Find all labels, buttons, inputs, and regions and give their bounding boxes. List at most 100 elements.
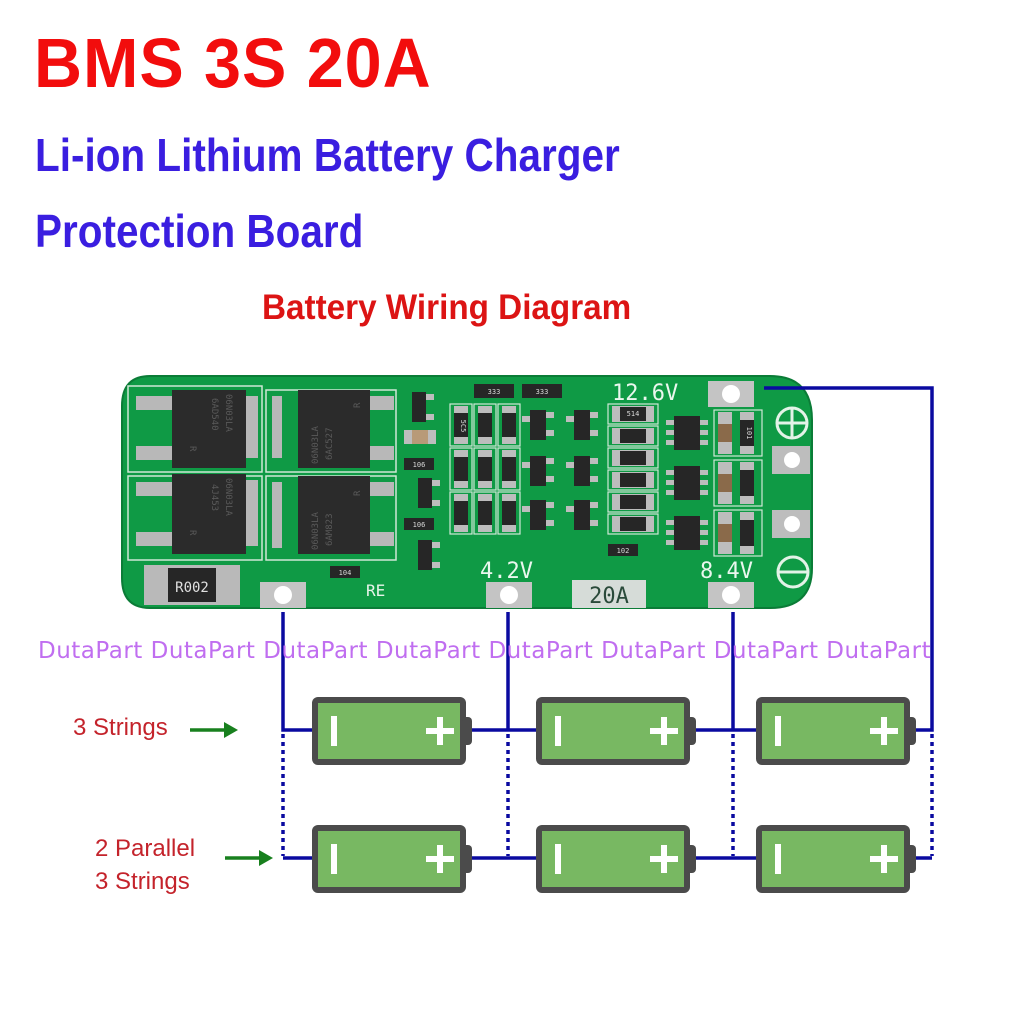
terminal-pad-ground[interactable] [260,582,306,608]
ic-pin [666,430,674,435]
sot23-pin [522,462,530,468]
sot23-pin [432,480,440,486]
battery-terminal-cap [686,717,696,745]
silkscreen-outline [607,513,659,535]
sot23-pin [522,506,530,512]
minus-symbol-icon [776,555,810,589]
smd-components [404,392,763,570]
positive-symbol-icon [881,845,887,873]
mosfet-marking: 4J453 [209,484,219,511]
ic-chip [674,416,700,450]
sot23-pin [432,562,440,568]
plus-symbol-icon [775,406,809,440]
smd-resistor-body [620,473,646,487]
voltage-label-8-4v: 8.4V [700,559,753,584]
mosfet-marking: 6AM823 [325,513,335,546]
negative-symbol-icon [555,844,561,874]
sot23-pin [546,520,554,526]
subtitle-line-2: Protection Board [35,205,364,257]
sot23-transistor [418,478,432,508]
shunt-marking: R002 [175,580,209,596]
ic-pin [666,530,674,535]
subtitle-line-1: Li-ion Lithium Battery Charger [35,129,620,181]
sot23-pin [566,462,574,468]
ic-pin [666,490,674,495]
smd-resistor-body [620,517,646,531]
smd-resistor-body [478,457,492,481]
battery [756,825,916,893]
smd-resistor-body [502,501,516,525]
resistor-code: 333 [488,388,501,396]
mosfet-marking: 6AC527 [325,427,335,460]
ic-pin [700,480,708,485]
ic-pin [700,530,708,535]
sot23-pin [546,430,554,436]
battery [536,697,696,765]
battery-terminal-cap [906,717,916,745]
sot23-pin [426,414,434,420]
mosfet-marking: R [187,446,197,452]
sot23-pin [590,502,598,508]
positive-symbol-icon [661,845,667,873]
sot23-transistor [412,392,426,422]
sot23-pin [522,416,530,422]
bms-board: 06N03LA 6AD540 R 06N03LA 6AC527 R 06N03L… [121,375,813,609]
ic-chip [674,516,700,550]
label-3-strings: 3 Strings [73,714,168,741]
battery [312,825,472,893]
battery-terminal-cap [462,717,472,745]
battery-array [312,697,916,893]
negative-symbol-icon [331,844,337,874]
sot23-transistor [418,540,432,570]
re-marking: RE [366,581,385,600]
battery-terminal-cap [462,845,472,873]
positive-symbol-icon [881,717,887,745]
silkscreen-outline [473,403,497,447]
terminal-pad-12-6v[interactable] [708,381,754,407]
current-rating-label: 20A [589,584,629,609]
ic-pin [700,520,708,525]
ic-pin [666,480,674,485]
smd-resistor-body [502,413,516,437]
sot23-pin [546,412,554,418]
mosfet-chip [272,390,394,468]
silkscreen-outline [607,491,659,513]
smd-resistor-body [620,451,646,465]
ic-pin [666,420,674,425]
current-rating-plate [572,580,646,608]
smd-resistor-body [454,501,468,525]
sot23-pin [590,476,598,482]
sot23-pin [590,412,598,418]
smd-resistor-body [620,429,646,443]
ic-pin [666,440,674,445]
sot23-pin [590,520,598,526]
sot23-pin [566,506,574,512]
resistor-code-101: 101 [745,427,753,440]
battery-terminal-cap [686,845,696,873]
wire-ground [281,612,312,732]
positive-symbol-icon [661,717,667,745]
ic-pin [700,470,708,475]
smd-resistor-body [620,407,646,421]
smd-capacitor-body [718,524,732,542]
smd-capacitor-body [718,424,732,442]
sot23-pin [546,502,554,508]
smd-capacitor-body [412,430,428,444]
ic-pin [666,520,674,525]
silkscreen-outline [713,509,763,557]
smd-resistor-body [478,501,492,525]
terminal-pad-4-2v[interactable] [486,582,532,608]
wire-positive-main [764,386,934,732]
battery-terminal-cap [906,845,916,873]
ic-pin [666,540,674,545]
mosfet-marking: 06N03LA [223,478,233,517]
side-pad [772,446,810,538]
sot23-transistor [530,500,546,530]
terminal-pad-8-4v[interactable] [708,582,754,608]
page-title: BMS 3S 20A [34,24,432,102]
silkscreen-outline [607,425,659,447]
smd-resistor-body [478,413,492,437]
voltage-label-4-2v: 4.2V [480,559,533,584]
sot23-transistor [574,456,590,486]
mosfet-marking: R [187,530,197,536]
